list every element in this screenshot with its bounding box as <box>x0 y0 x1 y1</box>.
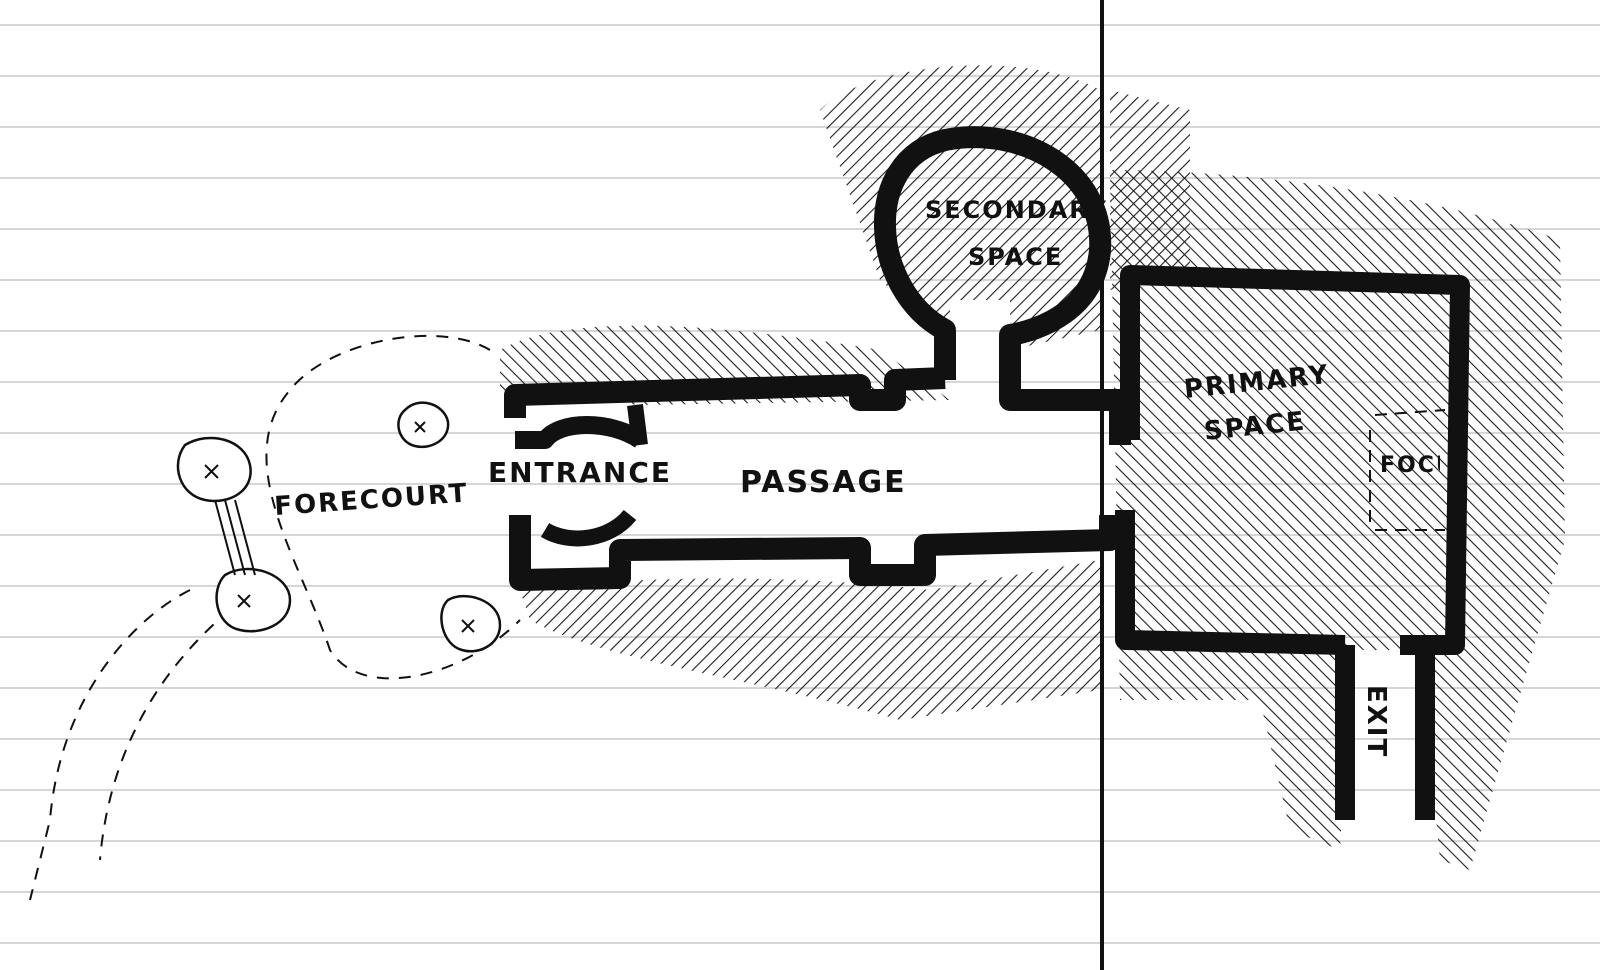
label-entrance: ENTRANCE <box>488 456 672 489</box>
forecourt-path <box>29 334 521 901</box>
cave-walls <box>504 126 1470 820</box>
label-passage: PASSAGE <box>740 465 907 500</box>
focus-zone <box>1369 409 1446 531</box>
label-exit: EXIT <box>1361 685 1391 758</box>
stone-markers <box>176 401 502 653</box>
label-forecourt: FORECOURT <box>273 478 469 521</box>
label-focus: FOCUS <box>1380 453 1474 478</box>
label-secondary-line1: SECONDARY <box>925 196 1108 224</box>
label-secondary-line2: SPACE <box>968 243 1063 271</box>
stone-marker-icon <box>215 567 292 633</box>
